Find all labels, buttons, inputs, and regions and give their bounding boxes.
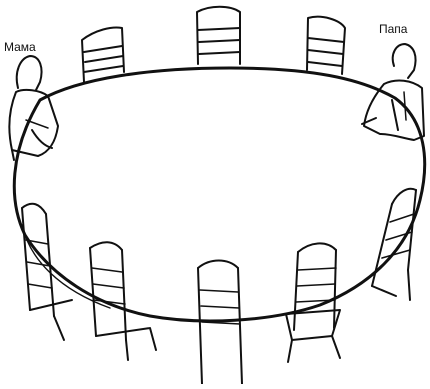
papa-label: Папа <box>379 23 407 35</box>
chair-back-3 <box>307 17 345 74</box>
chair-right-2 <box>372 189 416 300</box>
mama-label: Мама <box>4 41 36 53</box>
chair-back-1 <box>82 28 124 83</box>
chair-left-1 <box>22 204 72 340</box>
chair-front <box>198 261 242 385</box>
papa-figure <box>362 44 424 140</box>
chair-right-1 <box>286 243 340 362</box>
chair-back-2 <box>197 7 240 64</box>
chair-left-2 <box>90 242 156 360</box>
round-table <box>14 68 424 321</box>
mama-figure <box>9 56 58 160</box>
